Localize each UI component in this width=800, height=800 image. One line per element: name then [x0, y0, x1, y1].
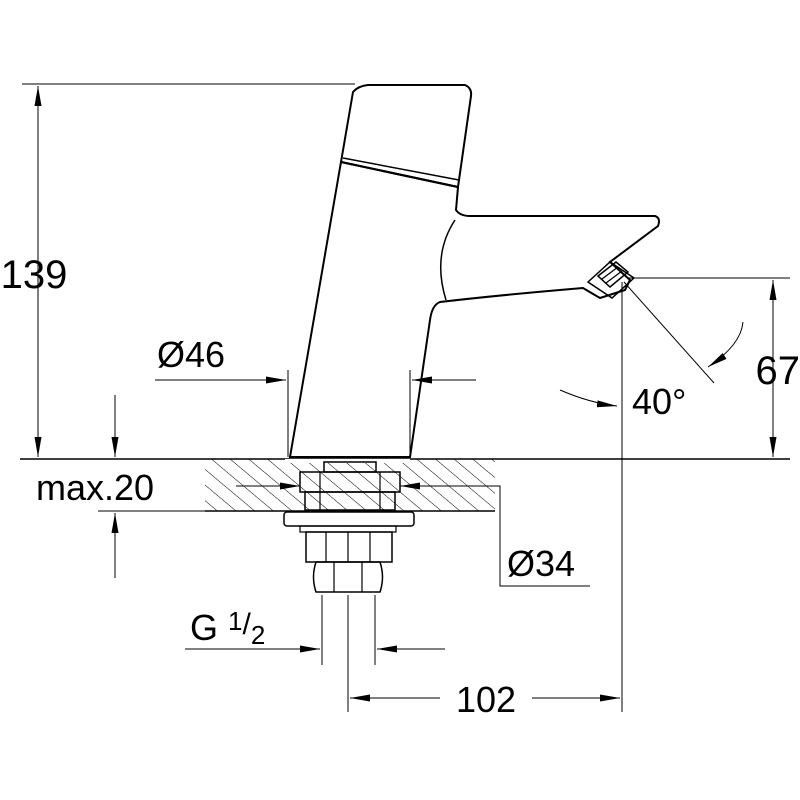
dimension-label-mount-thickness: max.20 — [36, 467, 154, 508]
mounting-fittings — [283, 461, 415, 593]
faucet-body — [285, 84, 660, 463]
dimension-base-diameter — [155, 370, 476, 457]
dimension-label-thread: G 1/2 — [190, 606, 265, 650]
dimension-total-height — [22, 83, 355, 457]
dimension-mount-thickness — [98, 395, 205, 578]
dimension-label-total-height: 139 — [1, 253, 68, 297]
dimension-spout-height — [628, 277, 790, 457]
dimension-label-base-diameter: Ø46 — [157, 334, 225, 375]
dimension-label-spray-angle: 40° — [632, 381, 686, 422]
dimension-thread — [185, 595, 445, 665]
dimension-label-shank-diameter: Ø34 — [507, 543, 575, 584]
dimension-shank-diameter — [236, 482, 590, 587]
dimension-label-spout-reach: 102 — [456, 679, 516, 720]
dimension-label-spout-height: 67 — [756, 349, 800, 393]
dimension-spout-reach — [347, 282, 623, 712]
dimension-spray-angle — [559, 281, 744, 408]
